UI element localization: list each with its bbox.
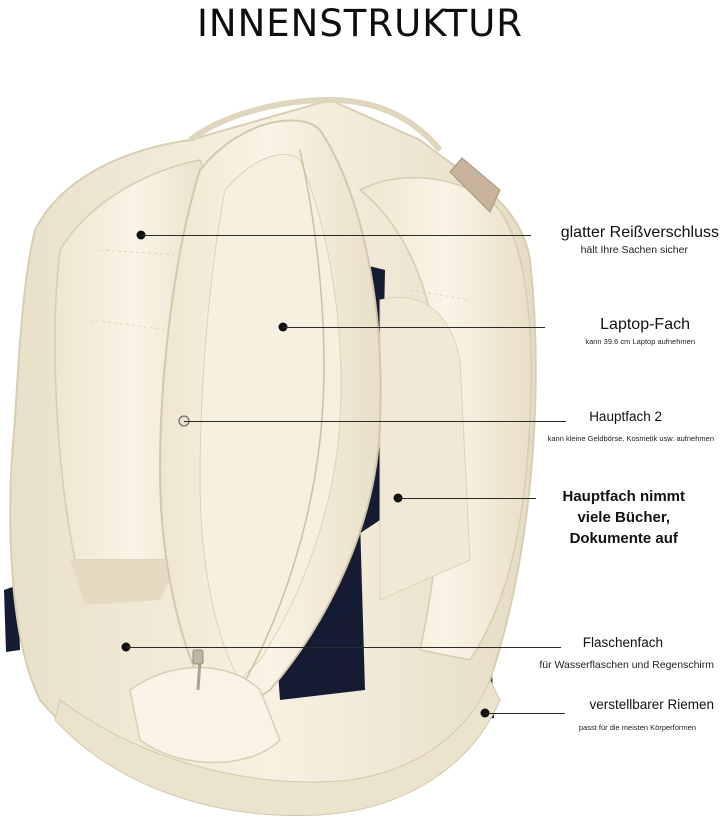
main-compartment-title-line-1: Hauptfach nimmt <box>562 488 685 505</box>
bottle-pocket-callout-subtitle: für Wasserflaschen und Regenschirm <box>539 659 714 671</box>
laptop-callout-subtitle: kann 39.6 cm Laptop aufnehmen <box>585 337 695 346</box>
strap-leader-line <box>485 713 565 714</box>
compartment2-leader-line <box>184 421 566 422</box>
strap-callout-subtitle: passt für die meisten Körperformen <box>578 723 696 732</box>
zipper-callout-subtitle: hält Ihre Sachen sicher <box>580 244 688 256</box>
zipper-pull <box>192 649 204 665</box>
laptop-leader-line <box>283 327 545 328</box>
front-zip-panel <box>129 666 281 764</box>
zipper-leader-line <box>141 235 531 236</box>
main-compartment-title-line-2: viele Bücher, <box>577 509 671 526</box>
main-compartment-callout-title: Hauptfach nimmt viele Bücher, Dokumente … <box>562 486 685 549</box>
main-compartment-title-line-3: Dokumente auf <box>569 530 678 547</box>
zipper-line <box>239 149 325 691</box>
bottle-pocket-callout-title: Flaschenfach <box>582 635 663 650</box>
zipper-callout-title: glatter Reißverschluss <box>560 224 719 241</box>
main-compartment-leader-line <box>398 498 536 499</box>
compartment2-callout-title: Hauptfach 2 <box>589 409 662 424</box>
compartment2-callout-subtitle: kann kleine Geldbörse, Kosmetik usw. auf… <box>547 434 714 443</box>
leather-zipper-tab <box>449 157 501 213</box>
strap-callout-title: verstellbarer Riemen <box>589 697 714 712</box>
page-title: INNENSTRUKTUR <box>197 2 523 45</box>
bottle-pocket-leader-line <box>126 647 561 648</box>
laptop-callout-title: Laptop-Fach <box>600 316 690 333</box>
